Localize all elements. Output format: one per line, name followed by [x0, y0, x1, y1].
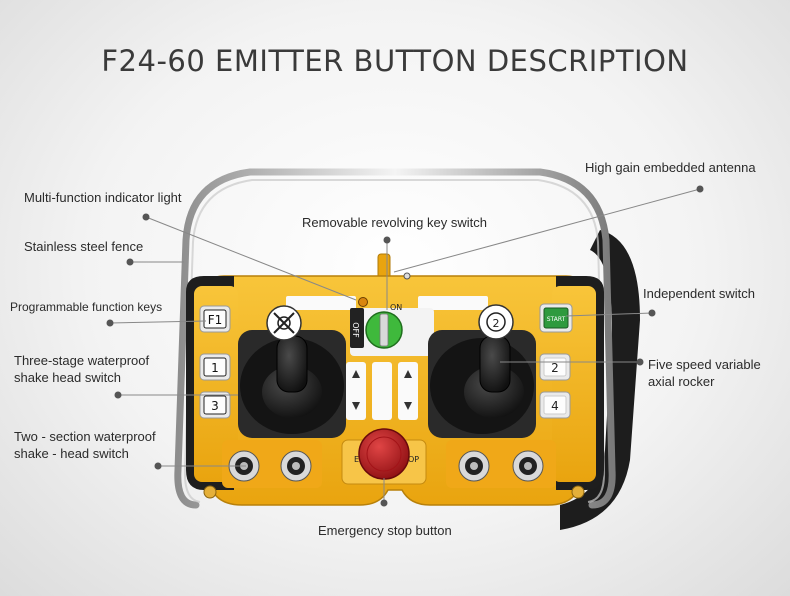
- svg-text:3: 3: [211, 399, 219, 413]
- svg-text:F1: F1: [208, 313, 223, 327]
- callout-pointers: [106, 185, 704, 507]
- callout-function-keys: Programmable function keys: [10, 300, 163, 314]
- svg-text:START: START: [547, 316, 566, 323]
- callout-three-stage-line2: shake head switch: [14, 370, 121, 385]
- svg-text:OP: OP: [408, 455, 419, 464]
- svg-text:4: 4: [551, 399, 559, 413]
- callout-key-switch: Removable revolving key switch: [302, 215, 487, 230]
- callout-indicator-light: Multi-function indicator light: [24, 190, 182, 205]
- function-key-4: 4: [539, 391, 571, 419]
- left-joystick: [238, 305, 346, 438]
- callout-two-section-line2: shake - head switch: [14, 446, 129, 461]
- on-label: ON: [390, 303, 402, 312]
- callout-antenna: High gain embedded antenna: [585, 160, 756, 175]
- steel-fence: [174, 168, 616, 509]
- function-key-1: 1: [199, 353, 231, 381]
- indicator-light: [358, 297, 368, 307]
- off-label: OFF: [351, 322, 360, 338]
- page-title: F24-60 EMITTER BUTTON DESCRIPTION: [101, 44, 689, 78]
- callout-three-stage-line1: Three-stage waterproof: [14, 353, 150, 368]
- callout-independent-switch: Independent switch: [643, 286, 756, 301]
- svg-text:2: 2: [551, 361, 559, 375]
- function-key-3: 3: [199, 391, 231, 419]
- emergency-stop-button: EME OP: [341, 428, 427, 485]
- shake-head-switches: [222, 440, 556, 488]
- function-key-2: 2: [539, 353, 571, 381]
- callout-steel-fence: Stainless steel fence: [24, 239, 144, 254]
- callout-emergency-stop: Emergency stop button: [318, 523, 452, 538]
- function-key-f1: F1: [199, 305, 231, 333]
- callout-rocker-line1: Five speed variable: [648, 357, 761, 372]
- carry-strap: [560, 230, 640, 530]
- callout-rocker-line2: axial rocker: [648, 374, 715, 389]
- start-key: START: [539, 303, 573, 333]
- joystick-number: 2: [493, 317, 500, 330]
- svg-text:1: 1: [211, 361, 219, 375]
- callout-two-section-line1: Two - section waterproof: [14, 429, 156, 444]
